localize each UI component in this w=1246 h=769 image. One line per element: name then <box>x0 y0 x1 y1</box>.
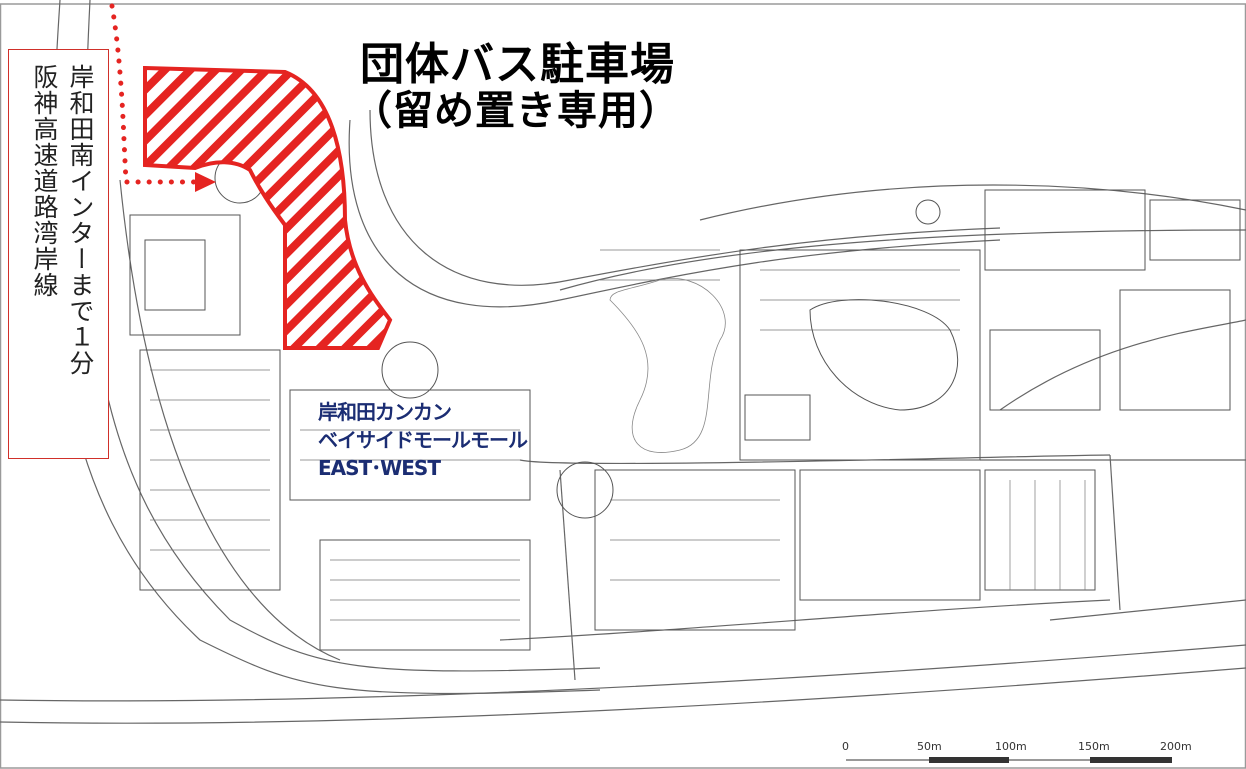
route-note-highway: 阪神高速道路湾岸線 <box>30 64 59 298</box>
oval-area <box>809 299 959 411</box>
scale-label-200m: 200m <box>1160 740 1192 753</box>
bus-route-arrow <box>109 3 216 192</box>
scale-label-150m: 150m <box>1078 740 1110 753</box>
mall-label: 岸和田カンカン ベイサイドモールモール EAST･WEST <box>318 398 528 482</box>
mall-label-line-2: ベイサイドモールモール <box>318 428 528 452</box>
map-title-line-2: （留め置き専用） <box>352 88 680 134</box>
park-contour <box>609 278 726 453</box>
route-note-time: 岸和田南インターまで１分 <box>66 64 95 376</box>
mall-label-line-3: EAST･WEST <box>318 456 441 480</box>
bus-parking-area <box>143 65 393 350</box>
scale-bar: 0 50m 100m 150m 200m <box>842 740 1192 763</box>
scale-label-0: 0 <box>842 740 849 753</box>
route-note-box: 岸和田南インターまで１分 阪神高速道路湾岸線 <box>8 49 109 459</box>
scale-label-50m: 50m <box>917 740 942 753</box>
mall-label-line-1: 岸和田カンカン <box>318 400 452 424</box>
map-title-line-1: 団体バス駐車場 <box>360 39 675 90</box>
scale-label-100m: 100m <box>995 740 1027 753</box>
